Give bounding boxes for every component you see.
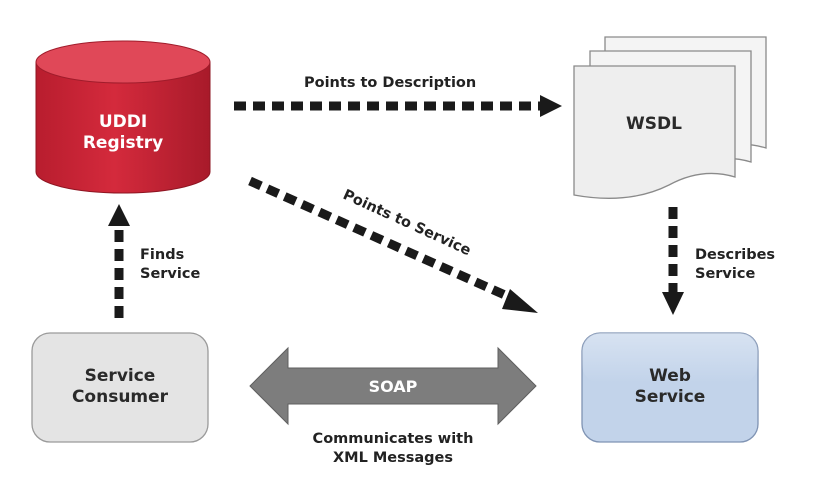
service-consumer-label-line1: Service [85, 366, 156, 386]
uddi-registry-node: UDDI Registry [35, 40, 211, 194]
uddi-cylinder-body [35, 61, 211, 194]
describes-service-label-line1: Describes [695, 247, 775, 263]
finds-service-label-line1: Finds [140, 247, 184, 263]
service-consumer-box [31, 332, 209, 443]
soap-double-arrow-shape [249, 346, 537, 426]
finds-service-arrowhead [108, 204, 130, 226]
web-service-node: Web Service [581, 332, 759, 443]
describes-service-arrow: Describes Service [662, 207, 775, 315]
soap-label: SOAP [369, 377, 418, 396]
points-to-description-arrowhead [540, 95, 562, 117]
points-to-service-arrowhead [502, 289, 538, 313]
uddi-cylinder-top [35, 40, 211, 84]
points-to-service-line [248, 176, 518, 305]
uddi-label-line1: UDDI [99, 112, 147, 132]
finds-service-label-line2: Service [140, 266, 200, 282]
service-consumer-label-line2: Consumer [72, 387, 169, 407]
wsdl-node: WSDL [573, 36, 767, 199]
soap-caption-line2: XML Messages [333, 450, 453, 466]
points-to-description-label: Points to Description [304, 75, 476, 91]
points-to-service-label: Points to Service [340, 187, 473, 259]
web-service-label-line2: Service [635, 387, 706, 407]
describes-service-arrowhead [662, 292, 684, 315]
soap-arrow: SOAP Communicates with XML Messages [249, 346, 537, 466]
uddi-label-line2: Registry [83, 133, 163, 153]
wsdl-label: WSDL [626, 114, 682, 134]
soap-caption-line1: Communicates with [313, 431, 474, 447]
web-service-box-highlight [582, 333, 758, 383]
web-service-label-line1: Web [649, 366, 691, 386]
describes-service-label-line2: Service [695, 266, 755, 282]
finds-service-arrow: Finds Service [108, 204, 200, 318]
service-consumer-node: Service Consumer [31, 332, 209, 443]
wsdl-doc-front [573, 65, 736, 199]
points-to-service-arrow: Points to Service [248, 176, 538, 313]
points-to-description-arrow: Points to Description [234, 75, 562, 117]
